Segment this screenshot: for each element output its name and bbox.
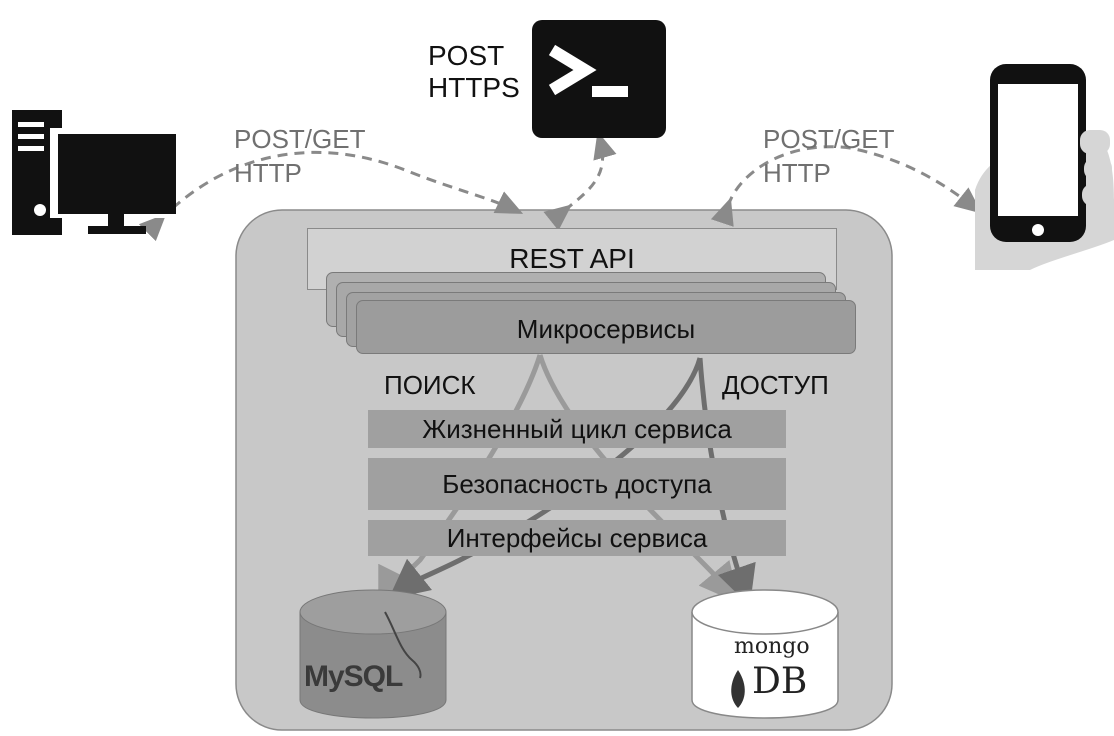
phone-protocol-label: POST/GET HTTP <box>763 126 894 186</box>
desktop-protocol-label: POST/GET HTTP <box>234 126 365 186</box>
service-interfaces-layer: Интерфейсы сервиса <box>368 520 786 556</box>
mongodb-logo-text-top: mongo <box>734 634 810 659</box>
terminal-protocol-label: POST HTTPS <box>428 42 520 102</box>
terminal-protocol-method: POST <box>428 40 505 71</box>
search-flow-line-b <box>537 354 740 604</box>
rest-api-label: REST API <box>509 243 635 274</box>
search-label: ПОИСК <box>384 370 476 400</box>
microservices-label: Микросервисы <box>516 314 696 344</box>
mysql-database-icon <box>299 589 447 719</box>
mongodb-database-icon <box>691 589 839 719</box>
phone-protocol-scheme: HTTP <box>763 158 831 188</box>
phone-protocol-method: POST/GET <box>763 124 895 154</box>
desktop-protocol-scheme: HTTP <box>234 158 302 188</box>
desktop-protocol-method: POST/GET <box>234 124 366 154</box>
smartphone-in-hand-icon <box>975 64 1114 270</box>
access-label: ДОСТУП <box>722 370 829 400</box>
desktop-computer-icon <box>12 110 176 235</box>
access-security-layer: Безопасность доступа <box>368 458 786 510</box>
phone-connection-arrow <box>710 145 983 227</box>
mysql-logo-text: MySQL <box>304 660 403 693</box>
service-lifecycle-layer: Жизненный цикл сервиса <box>368 410 786 448</box>
terminal-icon <box>532 20 666 138</box>
microservice-card-4 <box>356 300 856 354</box>
mongodb-logo-text-bottom: DB <box>752 661 808 702</box>
terminal-protocol-scheme: HTTPS <box>428 72 520 103</box>
terminal-connection-arrow <box>543 131 617 231</box>
desktop-connection-arrow <box>138 150 524 242</box>
